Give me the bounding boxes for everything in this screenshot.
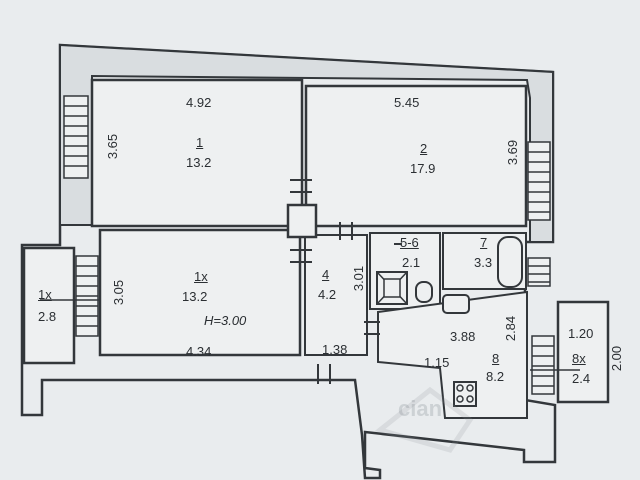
- watermark-text: cian: [398, 396, 443, 421]
- sink: [442, 294, 470, 314]
- bathtub: [497, 236, 523, 288]
- dim-room2-width: 4.92: [186, 95, 212, 110]
- room-4-area: 4.2: [318, 287, 337, 302]
- dim-room3-height: 3.69: [505, 139, 521, 166]
- room-8: [377, 290, 528, 419]
- room-2: [90, 78, 304, 228]
- room-2-area: 13.2: [186, 155, 212, 170]
- dim-room1-height: 3.05: [111, 279, 127, 306]
- room-5-6-number: 5-6: [400, 235, 419, 250]
- window-room7: [527, 257, 551, 287]
- room-8x: [556, 300, 610, 404]
- stove-burner: [456, 395, 464, 403]
- stove-burner: [456, 384, 464, 392]
- room-2-number: 1: [196, 135, 204, 150]
- room-4: [304, 234, 368, 356]
- dim-room4-height: 3.01: [351, 265, 367, 292]
- room-1x: [22, 246, 76, 365]
- room-7-area: 3.3: [474, 255, 493, 270]
- room-3: [304, 84, 528, 228]
- room-8-area: 8.2: [486, 369, 505, 384]
- stove-burner: [466, 395, 474, 403]
- room-1-number: 1x: [194, 269, 208, 284]
- dim-room8-height: 2.84: [503, 315, 519, 342]
- stove-burner: [466, 384, 474, 392]
- room-8-number: 8: [492, 351, 500, 366]
- watermark-logo: [374, 386, 474, 453]
- window-room2: [63, 95, 89, 179]
- dim-balcony-height: 2.00: [609, 345, 625, 372]
- room-3-area: 17.9: [410, 161, 436, 176]
- outer-wall-band: [59, 43, 554, 243]
- room-1: [98, 228, 302, 357]
- room-1-area-text: 13.2: [182, 289, 208, 304]
- dim-room3-width: 5.45: [394, 95, 420, 110]
- room-3-number: 2: [420, 141, 428, 156]
- dim-room8-width: 3.88: [450, 329, 476, 344]
- room-1-height: H=3.00: [204, 313, 247, 328]
- toilet-inner: [383, 278, 401, 298]
- room-8x-area: 2.4: [572, 371, 591, 386]
- dim-room4-width: 1.38: [322, 342, 348, 357]
- room-5-6-area: 2.1: [402, 255, 421, 270]
- window-room8: [531, 335, 555, 395]
- column: [286, 203, 318, 239]
- dim-room8-small: 1.15: [424, 355, 450, 370]
- room-4-number: 4: [322, 267, 330, 282]
- room-7-number: 7: [480, 235, 488, 250]
- dim-balcony-width: 1.20: [568, 326, 594, 341]
- window-room1: [75, 255, 99, 337]
- room-8x-number: 8x: [572, 351, 586, 366]
- dim-room1-width: 4.34: [186, 344, 212, 359]
- window-room3: [527, 141, 551, 221]
- door-marks: [290, 179, 402, 384]
- room-1x-area: 2.8: [38, 309, 57, 324]
- dim-room2-height: 3.65: [105, 133, 121, 160]
- toilet-bowl: [415, 281, 433, 303]
- room-1x-label: 1x: [38, 287, 52, 302]
- stove: [453, 381, 477, 407]
